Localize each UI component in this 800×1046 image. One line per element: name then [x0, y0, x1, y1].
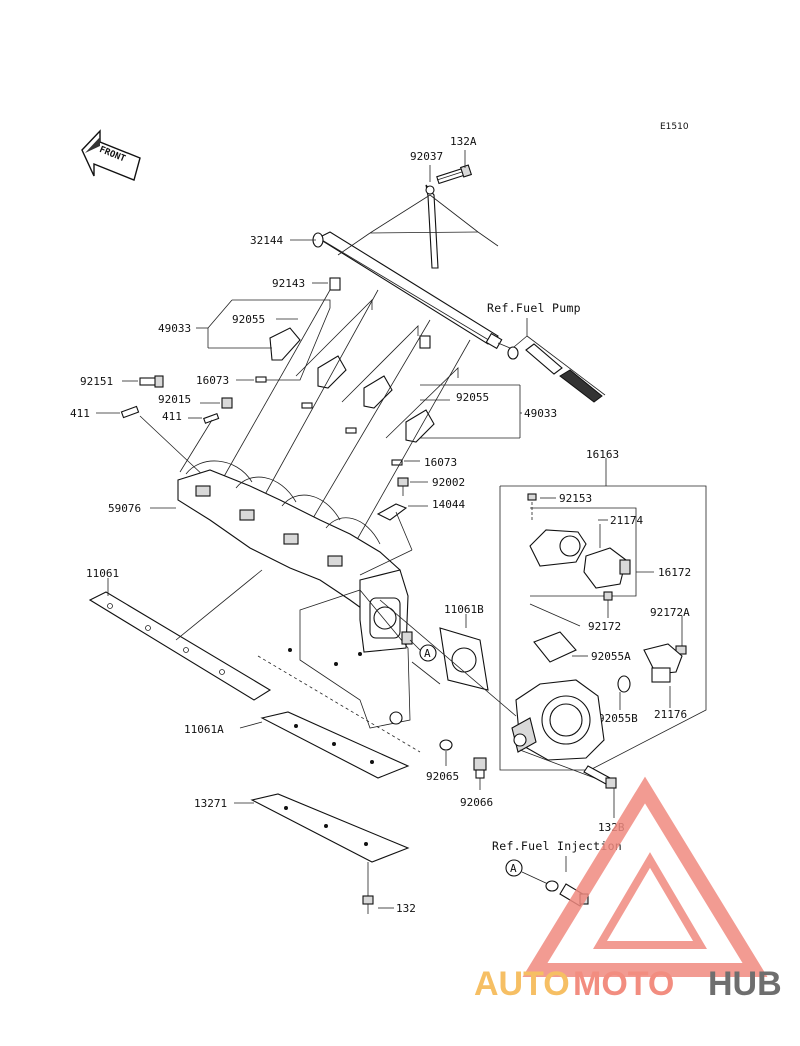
throttle-body-frame: [499, 485, 707, 771]
part-label-92055A: 92055A: [591, 650, 631, 663]
part-label-13271: 13271: [194, 797, 227, 810]
clip-411-part: [120, 405, 220, 424]
gasket-11061A-part: [260, 711, 410, 779]
part-label-16073-bottom: 16073: [424, 456, 457, 469]
gasket-11061B-part: [439, 627, 489, 691]
part-label-14044: 14044: [432, 498, 465, 511]
plate-13271-part: [250, 793, 410, 863]
bolt-132-part: [362, 895, 374, 914]
nut-92015-part: [221, 397, 233, 409]
callout-a-bottom-label: A: [510, 862, 517, 875]
ref-fuel-pump: Ref.Fuel Pump: [487, 301, 581, 315]
part-label-92151: 92151: [80, 375, 113, 388]
part-label-49033-right: 49033: [524, 407, 557, 420]
part-label-16172: 16172: [658, 566, 691, 579]
bolt-132A-part: [436, 164, 473, 185]
sensor-21174-part: [529, 529, 631, 589]
part-label-16163: 16163: [586, 448, 619, 461]
screw-92172-part: [603, 591, 613, 601]
part-label-21174: 21174: [610, 514, 643, 527]
part-label-92153: 92153: [559, 492, 592, 505]
part-label-92066: 92066: [460, 796, 493, 809]
part-label-411-left: 411: [70, 407, 90, 420]
part-label-132: 132: [396, 902, 416, 915]
leader-lines: [139, 289, 471, 553]
fuel-hose-part: [507, 343, 603, 403]
part-label-132A: 132A: [450, 135, 477, 148]
oring-92055B-part: [617, 675, 631, 693]
bracket-14044-part: [376, 503, 408, 521]
bolt-92151-part: [139, 375, 164, 388]
collar-92143-part: [329, 277, 431, 349]
watermark-moto: MOTO: [573, 965, 674, 1003]
fuel-rail-32144-part: [312, 231, 511, 350]
part-label-21176: 21176: [654, 708, 687, 721]
intake-manifold-59076-part: [177, 460, 409, 653]
part-label-92037: 92037: [410, 150, 443, 163]
injector-49033-part: [269, 327, 435, 443]
bracket-92037-part: [425, 184, 439, 269]
plug-92066-part: [473, 757, 487, 779]
callout-a-bottom: [505, 859, 523, 877]
part-label-59076: 59076: [108, 502, 141, 515]
part-label-11061: 11061: [86, 567, 119, 580]
part-label-49033-left: 49033: [158, 322, 191, 335]
callout-a-top: [419, 644, 437, 662]
gasket-92055A-part: [533, 631, 577, 663]
screw-92153-part: [527, 493, 537, 501]
part-label-92055-right: 92055: [456, 391, 489, 404]
diagram-code: E1510: [660, 122, 689, 132]
gasket-11061-part: [88, 591, 272, 701]
part-label-32144: 32144: [250, 234, 283, 247]
injector-frames: [232, 299, 459, 439]
part-label-411-mid: 411: [162, 410, 182, 423]
manifold-body-part: [257, 589, 421, 753]
part-label-11061A: 11061A: [184, 723, 224, 736]
grommet-16073-part: [255, 376, 403, 466]
ref-fuel-injection: Ref.Fuel Injection: [492, 839, 622, 853]
part-label-92055B: 92055B: [598, 712, 638, 725]
bolt-132B-part: [583, 765, 617, 789]
part-label-92065: 92065: [426, 770, 459, 783]
part-label-92015: 92015: [158, 393, 191, 406]
washer-92065-part: [439, 739, 453, 751]
part-label-92172: 92172: [588, 620, 621, 633]
part-label-92172A: 92172A: [650, 606, 690, 619]
part-label-11061B: 11061B: [444, 603, 484, 616]
screw-92172A-part: [675, 645, 687, 655]
callout-a-top-label: A: [424, 647, 431, 660]
part-label-92055-left: 92055: [232, 313, 265, 326]
front-arrow-icon: FRONT: [81, 129, 141, 181]
watermark-logo: AUTO MOTO HUB: [474, 776, 782, 1003]
part-label-92002: 92002: [432, 476, 465, 489]
throttle-body-part: [511, 679, 605, 761]
watermark-hub: HUB: [708, 965, 782, 1003]
watermark-auto: AUTO: [474, 965, 570, 1003]
part-label-92143: 92143: [272, 277, 305, 290]
sensor-21176-part: [643, 643, 683, 683]
part-label-16073-top: 16073: [196, 374, 229, 387]
bolt-92002-part: [397, 477, 409, 496]
